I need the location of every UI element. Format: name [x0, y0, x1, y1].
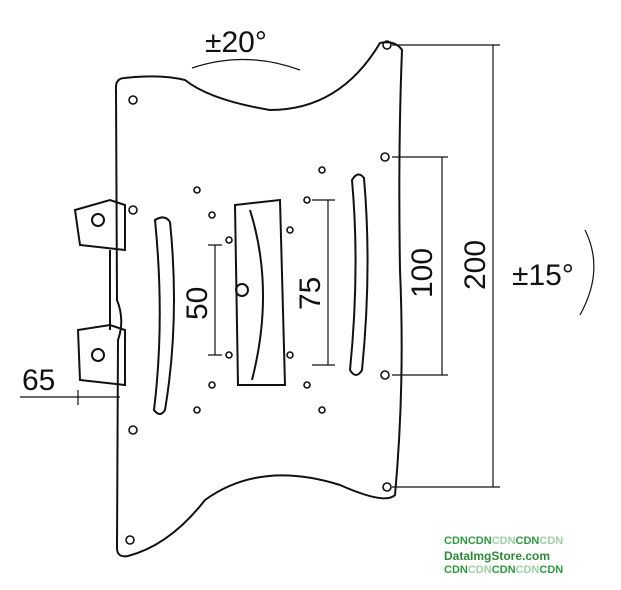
mounting-plate	[114, 41, 404, 558]
watermark-text: CDN	[444, 564, 468, 576]
dimension-lines	[20, 44, 595, 488]
dim-75: 75	[294, 277, 327, 310]
watermark-text: CDN	[515, 535, 540, 547]
watermark-text: CDN	[467, 535, 492, 547]
watermark-line-2: DataImgStore.com	[444, 549, 551, 563]
swivel-label: ±15°	[512, 259, 574, 292]
wall-bracket	[73, 198, 126, 387]
watermark-text: CDN	[491, 535, 516, 547]
tilt-label: ±20°	[205, 26, 267, 59]
watermark-text: CDN	[444, 535, 468, 547]
watermark-text: CDN	[539, 535, 564, 547]
watermark-text: CDN	[539, 564, 564, 576]
dim-100: 100	[406, 248, 439, 298]
dim-65: 65	[22, 364, 55, 397]
watermark-text: CDN	[467, 564, 492, 576]
slot-right	[348, 173, 369, 376]
watermark-line-1: CDNCDNCDNCDNCDN	[444, 535, 563, 547]
watermark-text: CDN	[515, 564, 540, 576]
slot-left	[152, 216, 175, 415]
watermark-line-3: CDNCDNCDNCDNCDN	[444, 564, 563, 576]
mounting-holes	[125, 40, 392, 545]
dim-50: 50	[181, 287, 214, 320]
dim-200: 200	[459, 240, 492, 290]
center-block	[233, 198, 287, 386]
watermark-text: CDN	[491, 564, 516, 576]
